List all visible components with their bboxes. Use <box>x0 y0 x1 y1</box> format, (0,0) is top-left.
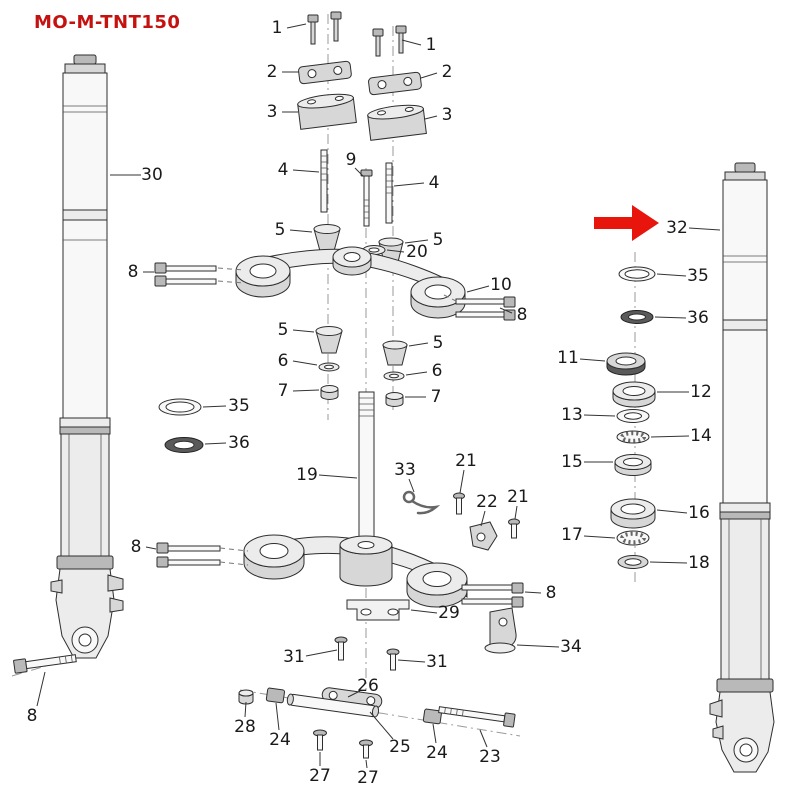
riser-studs <box>320 149 393 224</box>
leader-line-1 <box>286 23 307 29</box>
fork-leg-right <box>709 162 775 773</box>
leader-line-33 <box>408 478 415 493</box>
leader-line-4 <box>292 169 320 173</box>
leader-line-5 <box>289 229 313 233</box>
small-bolt-b <box>508 518 520 539</box>
leader-line-29 <box>410 609 438 614</box>
spacer-tube <box>286 693 380 718</box>
leader-line-13 <box>583 414 616 417</box>
leader-line-25 <box>369 711 394 740</box>
nuts <box>320 385 404 407</box>
pinch-bolts-top-right <box>443 294 516 321</box>
bearing-stack <box>606 266 656 569</box>
bushing-right <box>422 708 442 725</box>
leader-line-36 <box>204 442 227 445</box>
leader-line-24 <box>275 702 280 731</box>
lock-pin <box>402 490 441 515</box>
leader-line-27 <box>365 759 368 769</box>
washers <box>318 362 405 381</box>
leader-line-36 <box>654 316 687 319</box>
document-code: MO-M-TNT150 <box>34 12 181 33</box>
leader-line-23 <box>479 729 488 748</box>
leader-line-5 <box>292 329 315 333</box>
highlight-arrow-icon <box>594 205 659 241</box>
bracket-bolts <box>334 636 400 671</box>
small-bolt-a <box>453 492 465 515</box>
handlebar-upper-clamps <box>298 60 422 96</box>
leader-line-6 <box>405 371 428 376</box>
fender-stay-bracket <box>484 607 517 654</box>
pinch-bolts-bottom-left <box>156 542 249 568</box>
leader-line-28 <box>244 701 247 718</box>
leader-line-10 <box>466 285 490 293</box>
bottom-triple-clamp <box>243 534 468 608</box>
top-triple-clamp <box>235 246 466 319</box>
bushing-left <box>265 687 285 704</box>
dust-seal-left <box>164 437 204 453</box>
leader-line-6 <box>292 360 318 366</box>
cone-dampers-lower <box>315 326 408 366</box>
leader-line-16 <box>656 509 688 514</box>
leader-line-34 <box>516 644 560 648</box>
leader-line-22 <box>480 510 486 527</box>
leader-line-35 <box>202 405 227 408</box>
leader-line-8 <box>145 546 157 550</box>
axle-bolt-left <box>13 654 77 674</box>
cable-guide-bracket <box>346 599 410 621</box>
pinch-bolts-top-left <box>154 262 245 287</box>
leader-line-9 <box>354 167 364 177</box>
leader-line-18 <box>649 561 688 564</box>
leader-line-8 <box>36 671 46 707</box>
leader-line-3 <box>424 115 438 120</box>
leader-line-21 <box>459 469 465 494</box>
long-bolt <box>438 706 516 728</box>
center-bolt <box>360 169 373 227</box>
leader-line-21 <box>514 505 518 520</box>
leader-lines <box>36 23 721 769</box>
leader-line-26 <box>347 690 361 698</box>
link-plate <box>321 687 383 709</box>
leader-line-7 <box>292 389 320 392</box>
leader-line-11 <box>579 358 606 362</box>
leader-line-19 <box>318 474 358 479</box>
steering-stem <box>349 391 384 555</box>
leader-line-5 <box>408 342 429 347</box>
leader-line-20 <box>386 249 405 253</box>
leader-line-31 <box>397 659 426 663</box>
leader-line-8 <box>524 591 542 594</box>
leader-line-2 <box>420 72 438 79</box>
dust-ring-left <box>158 398 202 416</box>
leader-line-1 <box>401 39 422 46</box>
hex-nut <box>238 689 254 705</box>
leader-line-32 <box>688 227 721 231</box>
leader-line-35 <box>656 273 687 277</box>
leader-line-17 <box>583 535 616 539</box>
leader-line-5 <box>404 239 429 244</box>
leader-line-8 <box>499 307 513 314</box>
fork-leg-left <box>50 54 124 659</box>
handlebar-lower-clamps <box>297 93 427 141</box>
small-bolts-bottom <box>313 729 373 759</box>
leader-line-14 <box>650 435 690 438</box>
leader-line-24 <box>432 723 437 744</box>
riser-bolts <box>307 11 407 57</box>
stop-bracket <box>469 521 498 551</box>
pinch-bolts-bottom-right <box>461 582 524 608</box>
leader-line-31 <box>305 649 338 657</box>
cone-dampers-upper <box>313 224 404 263</box>
leader-line-4 <box>393 182 425 187</box>
